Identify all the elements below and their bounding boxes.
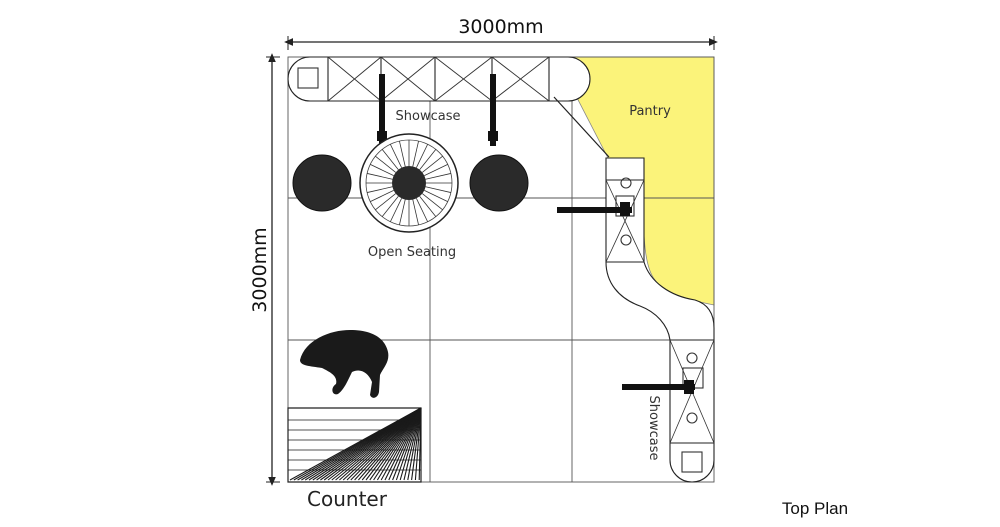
pantry-label: Pantry — [629, 104, 671, 119]
table-slat — [366, 186, 393, 193]
table-slat — [425, 173, 452, 180]
pantry-door-line — [553, 96, 610, 158]
table-slat — [416, 198, 429, 222]
width-dimension-line — [284, 36, 718, 50]
table-slat — [389, 144, 402, 168]
height-dimension-label: 3000mm — [249, 227, 271, 312]
round-table — [359, 133, 459, 233]
table-slat — [381, 196, 399, 217]
right-chair — [469, 154, 529, 212]
table-slat — [375, 155, 396, 173]
right-showcase — [605, 157, 715, 483]
top-showcase — [287, 56, 591, 102]
height-dimension-line — [266, 53, 280, 486]
left-chair — [292, 154, 352, 212]
open-seating-label: Open Seating — [368, 245, 456, 260]
table-slat — [416, 144, 429, 168]
top-plan-caption: Top Plan — [782, 499, 848, 518]
showcase-light-bars — [377, 74, 498, 146]
table-slat — [412, 199, 419, 226]
table-slat — [412, 140, 419, 167]
table-slat — [425, 186, 452, 193]
right-showcase-light-bars — [557, 202, 695, 394]
table-slat — [370, 190, 394, 203]
right-showcase-label: Showcase — [646, 396, 661, 461]
table-slat — [399, 199, 406, 226]
table-slat — [419, 149, 437, 170]
counter-desk — [287, 407, 422, 483]
person-figure — [300, 330, 389, 398]
table-slat — [422, 155, 443, 173]
table-slat — [422, 193, 443, 211]
table-slat — [366, 173, 393, 180]
top-showcase-label: Showcase — [396, 109, 461, 124]
table-slat — [424, 190, 448, 203]
table-slat — [375, 193, 396, 211]
table-slat — [389, 198, 402, 222]
table-slat — [419, 196, 437, 217]
table-slat — [424, 163, 448, 176]
width-dimension-label: 3000mm — [458, 16, 543, 38]
table-slat — [381, 149, 399, 170]
table-slat — [399, 140, 406, 167]
counter-label: Counter — [307, 487, 388, 511]
table-slat — [370, 163, 394, 176]
